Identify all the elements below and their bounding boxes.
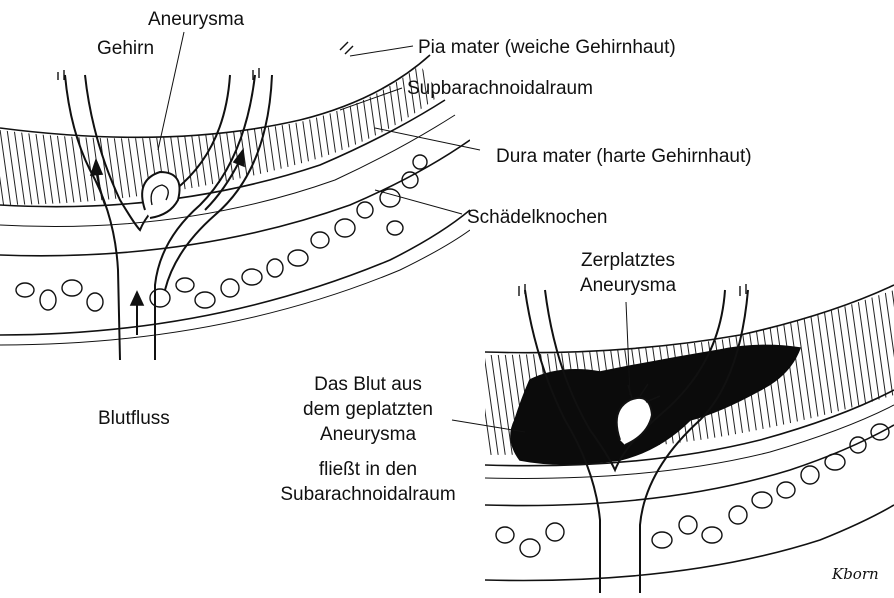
label-blood-line4: fließt in den <box>280 458 456 481</box>
flow-arrowhead-main <box>131 292 143 305</box>
vessel-right-wall-1 <box>155 75 255 360</box>
label-blood-line1: Das Blut aus <box>280 373 456 396</box>
skull-inner-line-1 <box>0 210 470 335</box>
label-skull: Schädelknochen <box>467 206 608 229</box>
label-dura-mater: Dura mater (harte Gehirnhaut) <box>496 145 752 168</box>
aneurysm-sac-1 <box>142 172 179 218</box>
artist-signature: Kborn <box>832 563 879 586</box>
label-subarachnoid: Supbarachnoidalraum <box>407 77 593 100</box>
label-blood-line3: Aneurysma <box>280 423 456 446</box>
label-bloodflow: Blutfluss <box>98 407 170 430</box>
intact-aneurysm-drawing <box>0 55 470 360</box>
label-blood-line2: dem geplatzten <box>280 398 456 421</box>
ruptured-aneurysm-drawing <box>485 285 894 593</box>
label-brain: Gehirn <box>97 37 154 60</box>
skull-inner-line-1b <box>0 230 470 345</box>
label-aneurysm: Aneurysma <box>148 8 244 31</box>
label-blood-line5: Subarachnoidalraum <box>280 483 456 506</box>
label-ruptured-line2: Aneurysma <box>566 274 690 297</box>
label-ruptured-line1: Zerplatztes <box>566 249 690 272</box>
label-pia-mater: Pia mater (weiche Gehirnhaut) <box>418 36 676 59</box>
